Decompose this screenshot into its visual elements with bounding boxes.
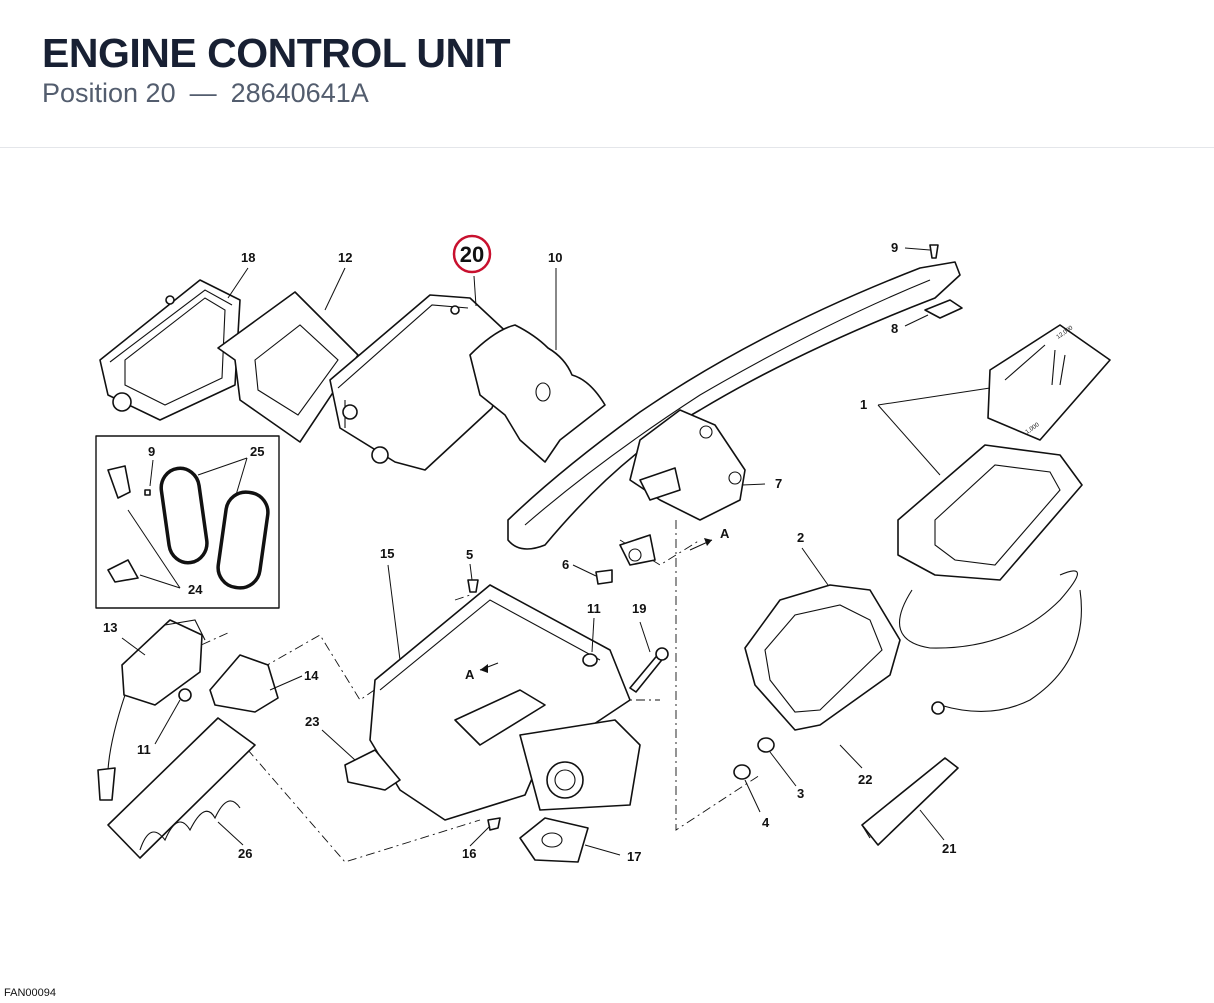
view-label-a-upper: A <box>720 526 730 541</box>
subtitle-separator: — <box>189 78 217 108</box>
page-header: ENGINE CONTROL UNIT Position 20 — 28640641… <box>0 0 1214 148</box>
part-1-instrument-cluster <box>897 324 1111 715</box>
page-title: ENGINE CONTROL UNIT <box>42 30 511 76</box>
part-10-rubber-pad <box>469 324 606 463</box>
part-23-pad <box>344 749 401 791</box>
part-11-nut <box>178 653 598 702</box>
part-7-support-bracket <box>507 261 961 566</box>
callout-23: 23 <box>305 714 319 729</box>
highlight-ring <box>452 234 492 274</box>
callout-5: 5 <box>466 547 473 562</box>
inset-box <box>95 435 280 609</box>
drawing-reference: FAN00094 <box>4 987 56 999</box>
callout-7: 7 <box>775 476 782 491</box>
highlighted-callout-20[interactable]: 20 <box>452 234 492 274</box>
callout-21: 21 <box>942 841 956 856</box>
exploded-parts-diagram: A A 12,000 1,000 18 12 10 9 8 1 7 2 6 5 … <box>95 234 1111 864</box>
callout-16: 16 <box>462 846 476 861</box>
callout-6: 6 <box>562 557 569 572</box>
part-number: 28640641A <box>230 78 369 108</box>
callout-13: 13 <box>103 620 117 635</box>
callout-26: 26 <box>238 846 252 861</box>
view-arrow-a-upper: A <box>689 526 730 551</box>
callout-11-top: 11 <box>587 601 601 616</box>
callout-17: 17 <box>627 849 641 864</box>
callout-8: 8 <box>891 321 898 336</box>
part-19-bolt <box>629 647 669 693</box>
leader-lines <box>121 247 991 856</box>
callout-19: 19 <box>632 601 646 616</box>
callout-1: 1 <box>860 397 867 412</box>
part-20-ecu-box <box>329 294 516 471</box>
view-arrow-a-lower: A <box>465 662 499 682</box>
callout-9-inset: 9 <box>148 444 155 459</box>
callout-10: 10 <box>548 250 562 265</box>
part-13-relay <box>97 619 206 801</box>
callout-15: 15 <box>380 546 394 561</box>
part-2-cluster-gasket <box>744 584 901 731</box>
callout-25: 25 <box>250 444 264 459</box>
callout-labels: 18 12 10 9 8 1 7 2 6 5 11 19 15 13 14 11… <box>103 240 956 864</box>
part-21-strip <box>861 757 959 846</box>
part-12-gasket-frame <box>217 291 359 443</box>
callout-11-left: 11 <box>137 742 151 757</box>
part-14-bracket <box>209 654 279 713</box>
part-9-screw <box>929 244 939 259</box>
callout-20: 20 <box>460 242 484 267</box>
callout-12: 12 <box>338 250 352 265</box>
callout-4: 4 <box>762 815 770 830</box>
part-18-ecu-housing <box>99 279 241 421</box>
part-3-4-fasteners <box>733 737 775 780</box>
callout-18: 18 <box>241 250 255 265</box>
callout-14: 14 <box>304 668 319 683</box>
part-6-screw <box>595 569 613 585</box>
part-15-main-bracket <box>369 584 641 821</box>
part-26-cable-holder <box>107 717 256 859</box>
callout-2: 2 <box>797 530 804 545</box>
part-8-clip <box>924 299 963 319</box>
callout-24: 24 <box>188 582 203 597</box>
part-17-gasket <box>519 817 589 863</box>
callout-22: 22 <box>858 772 872 787</box>
position-label: Position 20 <box>42 78 176 108</box>
part-16-screw <box>487 817 501 831</box>
callout-9-top: 9 <box>891 240 898 255</box>
callout-3: 3 <box>797 786 804 801</box>
page-subtitle: Position 20 — 28640641A <box>42 78 369 109</box>
view-label-a-lower: A <box>465 667 475 682</box>
part-5-screw <box>467 579 479 593</box>
